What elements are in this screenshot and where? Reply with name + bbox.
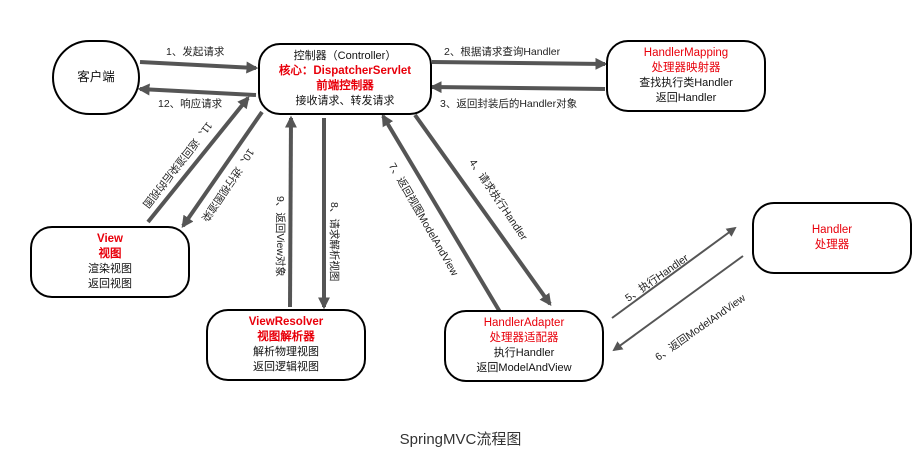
- handler-node: Handler 处理器: [752, 202, 912, 274]
- arrow-6: [612, 255, 744, 352]
- mapping-desc2: 返回Handler: [655, 92, 717, 104]
- arrow-12: [137, 83, 257, 97]
- resolver-cn: 视图解析器: [257, 331, 315, 343]
- controller-title: 控制器（Controller）: [293, 50, 397, 62]
- arrow-3: [429, 81, 606, 94]
- adapter-node: HandlerAdapter 处理器适配器 执行Handler 返回ModelA…: [444, 310, 604, 382]
- view-node: View 视图 渲染视图 返回视图: [30, 226, 190, 298]
- arrow-9: [284, 115, 297, 308]
- controller-desc: 接收请求、转发请求: [295, 95, 395, 107]
- adapter-title: HandlerAdapter: [483, 317, 565, 329]
- arrow-2: [431, 57, 608, 70]
- edge-label-3: 3、返回封装后的Handler对象: [440, 98, 578, 110]
- view-title: View: [97, 233, 123, 245]
- arrow-1: [139, 60, 259, 74]
- arrow-4: [413, 113, 552, 306]
- arrow-11: [146, 96, 250, 224]
- adapter-desc1: 执行Handler: [493, 347, 555, 359]
- client-node: 客户端: [52, 40, 140, 115]
- controller-cn: 前端控制器: [316, 80, 374, 92]
- adapter-cn: 处理器适配器: [489, 332, 559, 344]
- edge-label-12: 12、响应请求: [158, 98, 223, 110]
- diagram-caption: SpringMVC流程图: [399, 431, 522, 448]
- arrow-7: [381, 113, 502, 314]
- mapping-cn: 处理器映射器: [651, 62, 721, 74]
- controller-node: 控制器（Controller） 核心：DispatcherServlet 前端控…: [258, 43, 432, 115]
- flow-diagram: 客户端 控制器（Controller） 核心：DispatcherServlet…: [30, 40, 912, 382]
- mapping-title: HandlerMapping: [643, 47, 729, 59]
- mapping-node: HandlerMapping 处理器映射器 查找执行类Handler 返回Han…: [606, 40, 766, 112]
- controller-core: 核心：DispatcherServlet: [278, 65, 412, 77]
- client-label: 客户端: [77, 70, 115, 84]
- adapter-desc2: 返回ModelAndView: [476, 362, 572, 374]
- arrow-layer: [137, 57, 744, 352]
- handler-cn: 处理器: [814, 239, 850, 251]
- view-desc1: 渲染视图: [88, 263, 132, 275]
- edge-label-1: 1、发起请求: [166, 46, 225, 58]
- resolver-title: ViewResolver: [248, 316, 324, 328]
- arrow-5: [611, 226, 737, 319]
- edge-label-8: 8、请求解析视图: [328, 202, 340, 282]
- mapping-desc1: 查找执行类Handler: [639, 77, 733, 89]
- view-cn: 视图: [98, 248, 122, 260]
- arrow-10: [181, 110, 264, 228]
- edge-label-2: 2、根据请求查询Handler: [444, 46, 561, 58]
- edge-label-9: 9、返回View对象: [274, 196, 286, 277]
- view-desc2: 返回视图: [88, 278, 132, 290]
- resolver-desc2: 返回逻辑视图: [253, 361, 319, 373]
- resolver-desc1: 解析物理视图: [253, 346, 319, 358]
- resolver-node: ViewResolver 视图解析器 解析物理视图 返回逻辑视图: [206, 309, 366, 381]
- handler-title: Handler: [811, 224, 853, 236]
